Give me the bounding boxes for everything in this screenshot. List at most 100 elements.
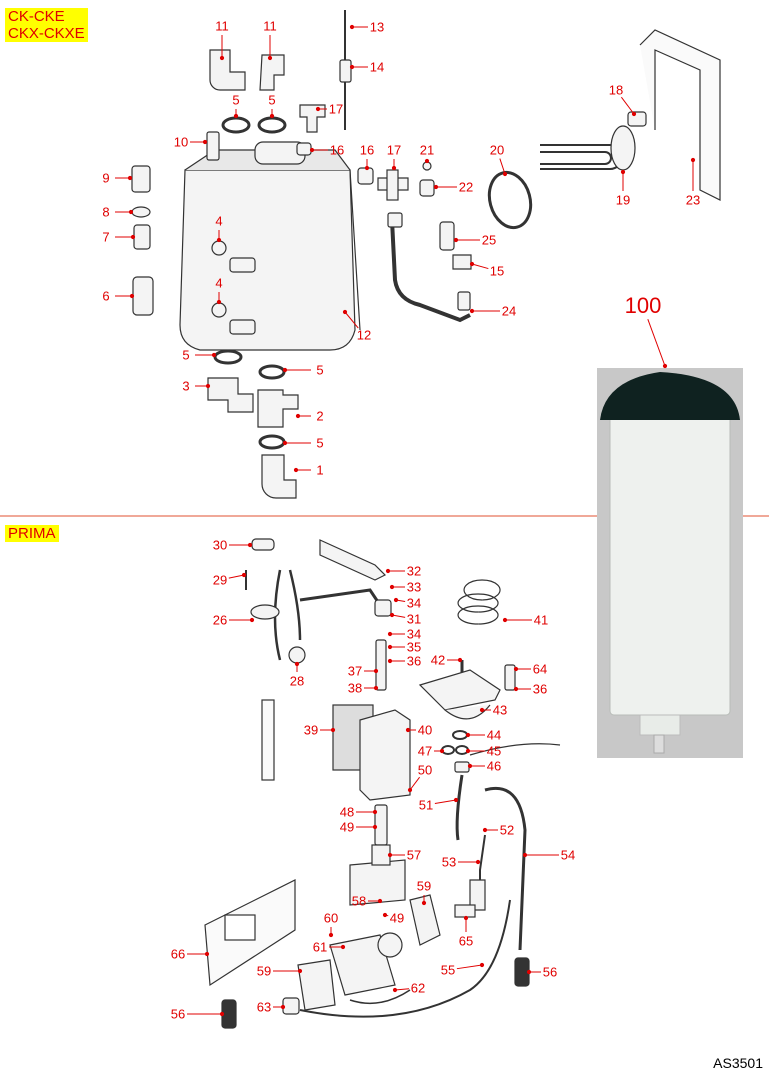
part-6 [132, 276, 154, 316]
leader-18 [621, 96, 635, 115]
callout-48: 48 [339, 804, 355, 820]
leader-dot-45 [465, 748, 471, 754]
leader-dot-31 [389, 612, 395, 618]
leader-dot-34 [393, 597, 399, 603]
callout-6: 6 [102, 288, 110, 304]
leader-dot-5 [282, 440, 288, 446]
callout-26: 26 [212, 612, 228, 628]
callout-51: 51 [418, 797, 434, 813]
leader-dot-36 [513, 686, 519, 692]
callout-5: 5 [316, 362, 324, 378]
callout-60: 60 [323, 910, 339, 926]
tag-line-2: CKX-CKXE [8, 25, 85, 42]
callout-16: 16 [329, 142, 345, 158]
callout-39: 39 [303, 722, 319, 738]
callout-28: 28 [289, 673, 305, 689]
callout-16: 16 [359, 142, 375, 158]
parts-bottom [204, 538, 561, 1029]
callout-24: 24 [501, 303, 517, 319]
leader-dot-10 [202, 139, 208, 145]
part-23 [639, 29, 721, 201]
part-11a [209, 49, 246, 91]
callout-33: 33 [406, 579, 422, 595]
leader-dot-51 [453, 797, 459, 803]
callout-46: 46 [486, 758, 502, 774]
leader-dot-5 [233, 113, 239, 119]
callout-49: 49 [339, 819, 355, 835]
callout-34: 34 [406, 595, 422, 611]
callout-3: 3 [182, 378, 190, 394]
leader-dot-56 [526, 969, 532, 975]
leader-dot-1 [293, 467, 299, 473]
heating-element [540, 144, 623, 170]
callout-14: 14 [369, 59, 385, 75]
leader-dot-55 [479, 962, 485, 968]
callout-41: 41 [533, 612, 549, 628]
part-18 [627, 111, 647, 127]
leader-dot-37 [373, 668, 379, 674]
section-tag-ck-ckx: CK-CKE CKX-CKXE [5, 8, 88, 42]
callout-35: 35 [406, 639, 422, 655]
callout-11: 11 [215, 18, 229, 34]
callout-59: 59 [256, 963, 272, 979]
callout-4: 4 [215, 213, 223, 229]
callout-56: 56 [170, 1006, 186, 1022]
callout-43: 43 [492, 702, 508, 718]
callout-5: 5 [268, 92, 276, 108]
callout-38: 38 [347, 680, 363, 696]
callout-11: 11 [263, 18, 277, 34]
leader-dot-19 [620, 169, 626, 175]
part-1 [261, 454, 297, 499]
callout-30: 30 [212, 537, 228, 553]
part-10 [206, 131, 220, 161]
leader-dot-39 [330, 727, 336, 733]
leader-dot-35 [387, 644, 393, 650]
callout-12: 12 [356, 327, 372, 343]
callout-5: 5 [182, 347, 190, 363]
part-11b [259, 54, 285, 91]
leader-dot-53 [475, 859, 481, 865]
leader-dot-16 [364, 165, 370, 171]
part-5b [257, 116, 287, 134]
leader-12 [344, 311, 359, 329]
leader-dot-11 [219, 55, 225, 61]
part-20 [487, 170, 533, 230]
part-43 [418, 669, 501, 711]
leader-dot-48 [372, 809, 378, 815]
leader-dot-30 [247, 542, 253, 548]
callout-44: 44 [486, 727, 502, 743]
part-7 [133, 224, 151, 250]
callout-52: 52 [499, 822, 515, 838]
leader-dot-50 [407, 787, 413, 793]
callout-49: 49 [389, 910, 405, 926]
callout-25: 25 [481, 232, 497, 248]
leader-dot-59 [297, 968, 303, 974]
leader-dot-17 [391, 165, 397, 171]
callout-36: 36 [406, 653, 422, 669]
callout-34: 34 [406, 626, 422, 642]
leader-dot-13 [349, 24, 355, 30]
leader-15 [471, 263, 489, 270]
leader-dot-24 [469, 308, 475, 314]
callout-15: 15 [489, 263, 505, 279]
leader-dot-34 [387, 631, 393, 637]
leader-dot-25 [453, 237, 459, 243]
callout-9: 9 [102, 170, 110, 186]
callout-13: 13 [369, 19, 385, 35]
part-19 [610, 125, 636, 171]
leader-dot-5 [282, 367, 288, 373]
leader-dot-6 [129, 293, 135, 299]
leader-dot-46 [467, 763, 473, 769]
part-3 [207, 377, 254, 413]
leader-dot-36 [387, 658, 393, 664]
callout-8: 8 [102, 204, 110, 220]
callout-55: 55 [440, 962, 456, 978]
leader-dot-42 [457, 657, 463, 663]
leader-dot-22 [433, 184, 439, 190]
leader-dot-43 [479, 707, 485, 713]
callout-4: 4 [215, 275, 223, 291]
filter-cartridge-100 [597, 368, 743, 758]
callout-54: 54 [560, 847, 576, 863]
callout-20: 20 [489, 142, 505, 158]
